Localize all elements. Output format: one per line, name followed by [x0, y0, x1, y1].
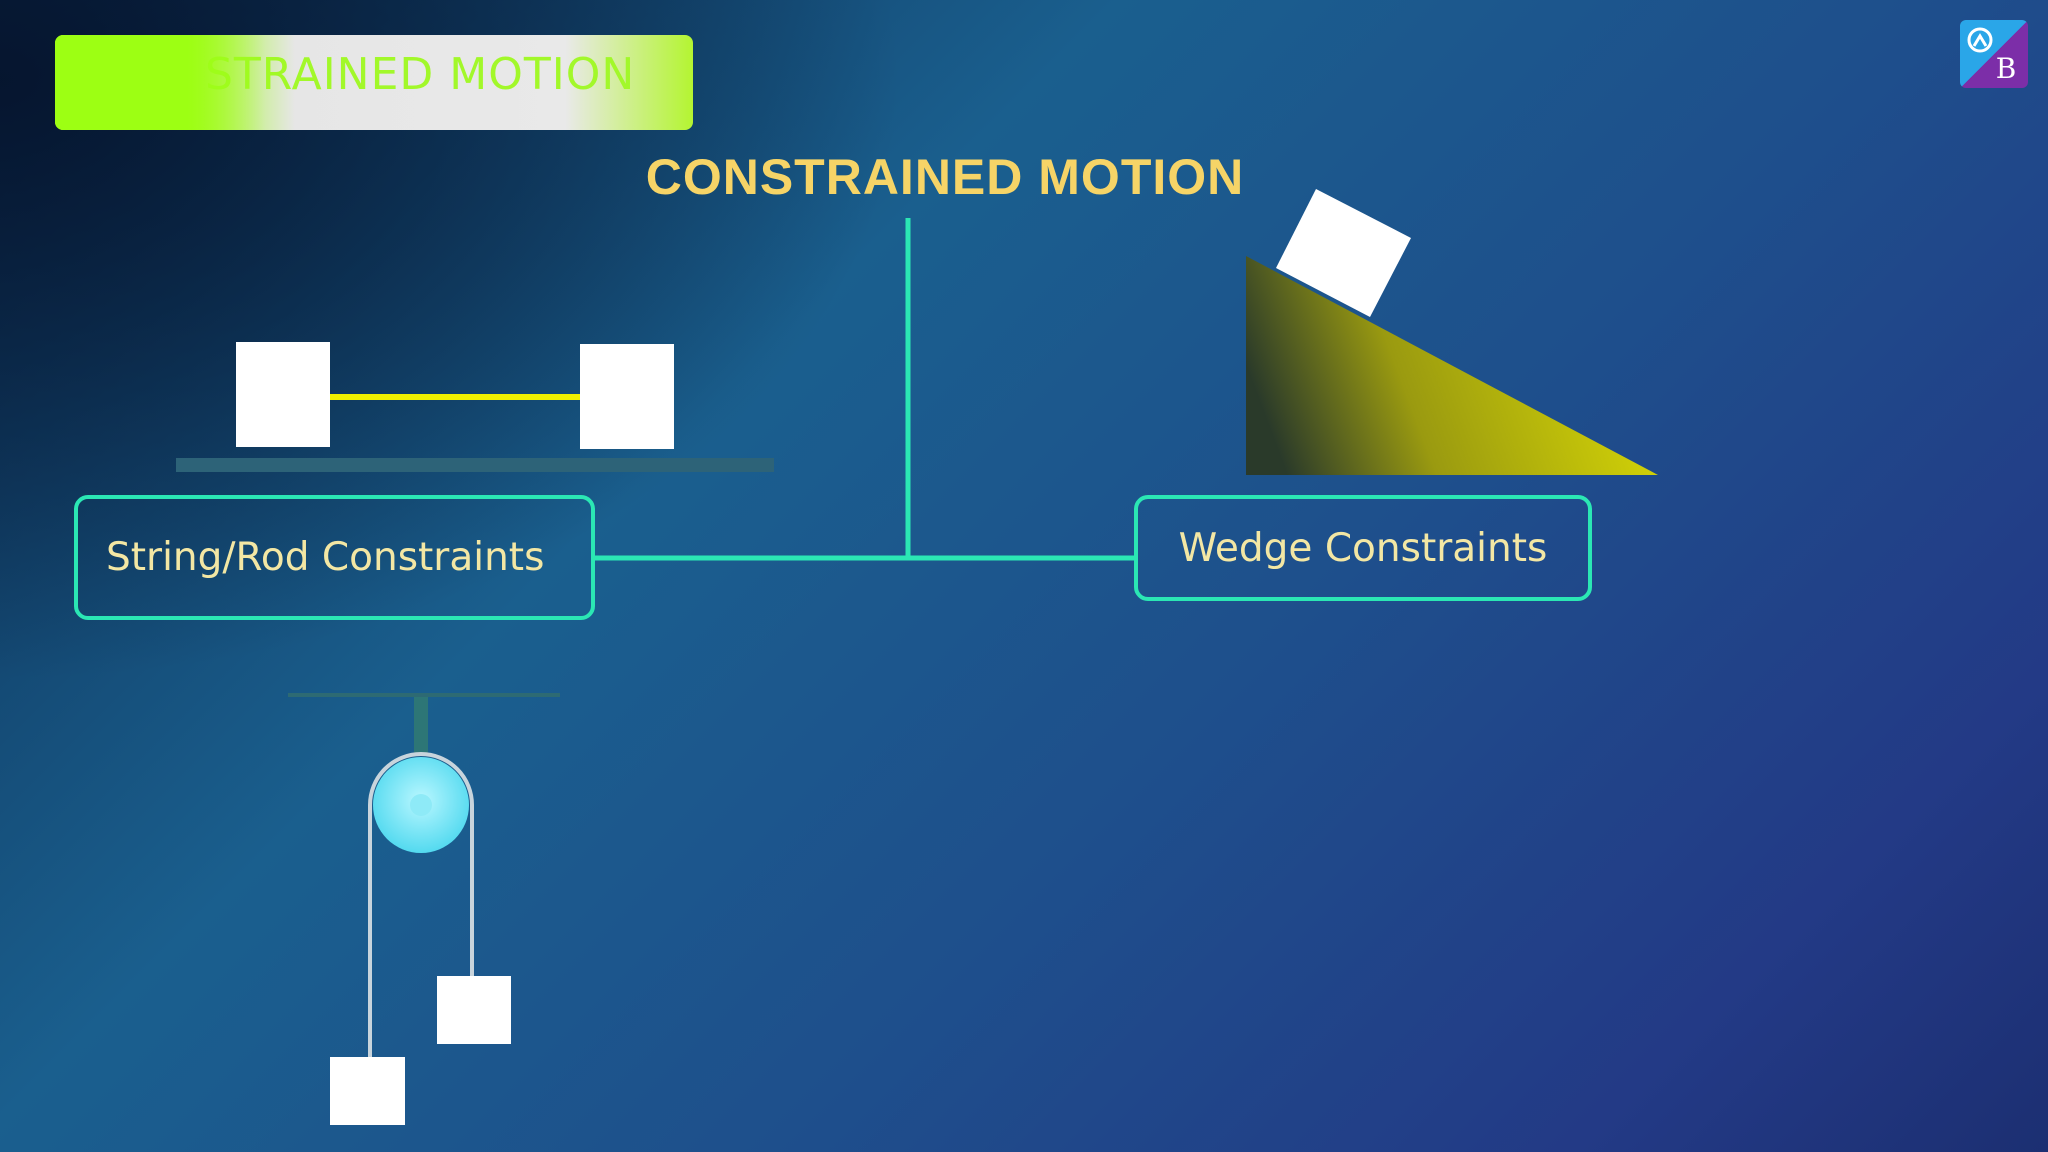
pulley-support: [414, 697, 428, 755]
floor-surface: [176, 458, 774, 472]
string-rod-label: String/Rod Constraints: [106, 535, 545, 580]
banner-fade: [55, 35, 295, 130]
logo-letter: B: [1996, 52, 2017, 85]
wedge-constraints-box: Wedge Constraints: [1134, 495, 1592, 601]
wedge: [1246, 256, 1658, 475]
right-block: [580, 344, 674, 449]
hanging-block-right: [437, 976, 511, 1044]
byjus-logo-icon: B: [1960, 20, 2028, 88]
wedge-label: Wedge Constraints: [1178, 525, 1548, 571]
title-banner: STRAINED MOTION: [55, 35, 693, 130]
hanging-block-left: [330, 1057, 405, 1125]
diagram-title: CONSTRAINED MOTION: [645, 149, 1245, 205]
string-rod-constraints-box: String/Rod Constraints: [74, 495, 595, 620]
pulley-axle: [410, 794, 432, 816]
pulley-string: [368, 752, 474, 1058]
left-block: [236, 342, 330, 447]
block-on-wedge: [1276, 189, 1411, 317]
